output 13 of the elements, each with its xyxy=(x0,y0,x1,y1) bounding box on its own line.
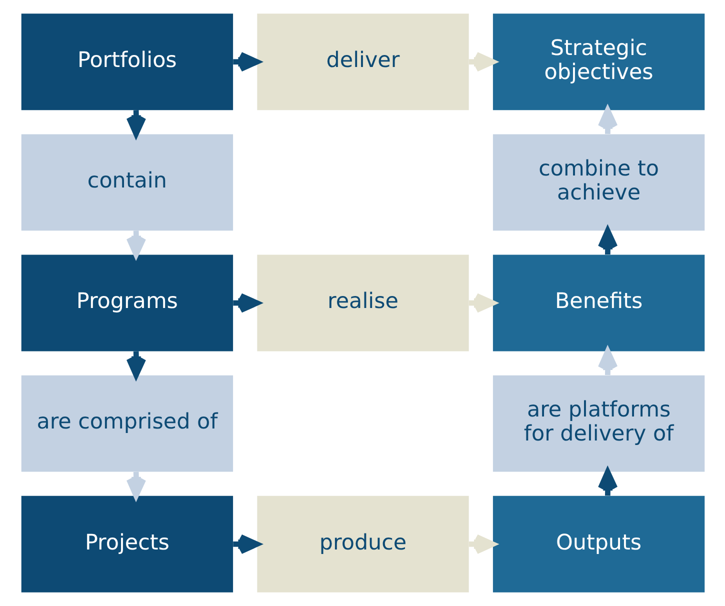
node-box: Portfolios xyxy=(20,14,233,110)
node-box: Projects xyxy=(20,496,233,592)
node-box: realise xyxy=(256,254,468,352)
node-box: deliver xyxy=(256,14,468,110)
node-box: are platforms for delivery of xyxy=(492,375,704,472)
node-box: produce xyxy=(256,496,468,592)
node-box: Outputs xyxy=(492,496,704,592)
node-box: combine to achieve xyxy=(492,134,704,231)
node-box: contain xyxy=(20,134,233,231)
node-box: Programs xyxy=(20,254,233,352)
node-box: Benefits xyxy=(492,254,704,352)
node-box: Strategic objectives xyxy=(492,14,704,110)
node-box: are comprised of xyxy=(20,375,233,472)
